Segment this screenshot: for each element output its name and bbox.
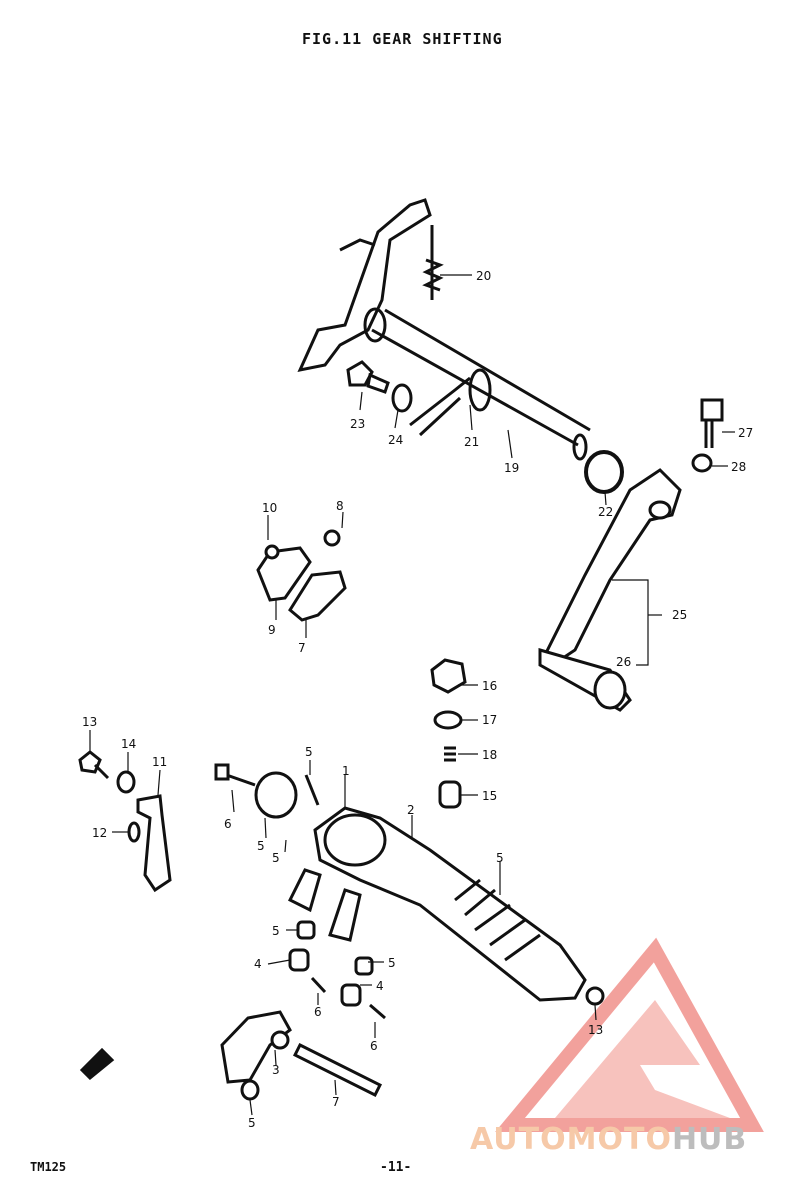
callout-labels: 20 23 24 21 19 22 27 28 25 26 16 17 18 1… <box>82 269 753 1130</box>
oil-seal-29 <box>584 450 624 494</box>
bolt-30 <box>346 360 390 394</box>
figure-title: FIG.11 GEAR SHIFTING <box>302 30 503 48</box>
callout-4-left: 4 <box>254 957 262 971</box>
washer-31 <box>391 383 413 413</box>
callout-3: 3 <box>272 1063 280 1077</box>
callout-25: 18 <box>482 748 497 762</box>
callout-7-label: 7 <box>332 1095 340 1109</box>
callout-26: 19 <box>504 461 519 475</box>
callout-13-label: 13 <box>588 1023 603 1037</box>
callout-20: 13 <box>82 715 97 729</box>
callout-31: 24 <box>388 433 403 447</box>
callout-5-right: 5 <box>388 956 396 970</box>
callout-30: 23 <box>350 417 365 431</box>
callout-15: 8 <box>336 499 344 513</box>
callout-5-bottom: 5 <box>248 1116 256 1130</box>
callout-11: 5 <box>257 839 265 853</box>
callout-32: 25 <box>672 608 687 622</box>
neutral-plug-set <box>430 658 467 809</box>
callout-28: 21 <box>464 435 479 449</box>
shift-fork-and-shaft <box>79 1010 383 1101</box>
callout-14: 7 <box>298 641 306 655</box>
leader-lines <box>89 274 735 1116</box>
watermark-text-part2: HUB <box>671 1122 748 1157</box>
page-number: -11- <box>380 1160 412 1175</box>
callout-17: 10 <box>262 501 277 515</box>
callout-6-a: 6 <box>314 1005 322 1019</box>
cam-stopper-parts <box>78 750 172 893</box>
watermark-text-part1: AUTOMOTO <box>470 1122 672 1157</box>
shift-fork-pins <box>288 920 386 1020</box>
callout-33: 26 <box>616 655 631 669</box>
bolt-34 <box>700 398 724 448</box>
callout-4-right: 4 <box>376 979 384 993</box>
callout-9: 5 <box>305 745 313 759</box>
callout-23: 16 <box>482 679 497 693</box>
watermark-logo <box>495 937 764 1132</box>
callout-22: 15 <box>482 789 497 803</box>
callout-16: 9 <box>268 623 276 637</box>
shift-shaft-assembly <box>297 198 591 461</box>
callout-29: 22 <box>598 505 613 519</box>
gear-shift-cam <box>214 763 605 1006</box>
watermark-text: AUTOMOTOHUB <box>470 1122 747 1157</box>
gear-shift-stopper <box>256 529 347 622</box>
callout-19: 12 <box>92 826 107 840</box>
model-code: TM125 <box>30 1160 67 1174</box>
callout-24: 17 <box>482 713 497 727</box>
callout-6-b: 6 <box>370 1039 378 1053</box>
spring-27 <box>422 225 444 300</box>
callout-12: 6 <box>224 817 232 831</box>
gearshift-lever <box>538 468 682 712</box>
washer-35 <box>691 453 713 473</box>
callout-2: 2 <box>407 803 415 817</box>
callout-35: 28 <box>731 460 746 474</box>
callout-10: 5 <box>272 851 280 865</box>
callout-8: 5 <box>496 851 504 865</box>
callout-27: 20 <box>476 269 491 283</box>
callout-21: 14 <box>121 737 136 751</box>
callout-1: 1 <box>342 764 350 778</box>
callout-18: 11 <box>152 755 167 769</box>
callout-5-left: 5 <box>272 924 280 938</box>
callout-34: 27 <box>738 426 753 440</box>
